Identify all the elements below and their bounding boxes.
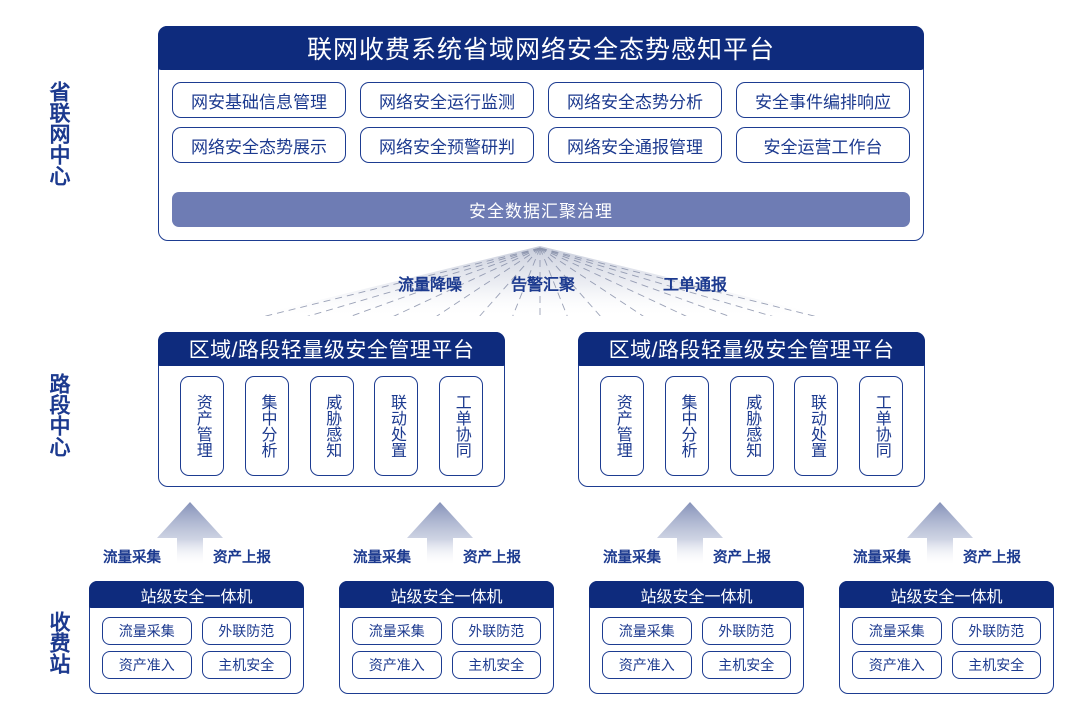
road-section-1-module-1[interactable]: 集中分析: [664, 376, 709, 476]
province-module-2[interactable]: 网络安全态势分析: [548, 82, 722, 118]
road-section-0-module-4[interactable]: 工单协同: [439, 376, 483, 476]
upward-flow-arrow-icon-1: [407, 502, 473, 564]
province-module-3[interactable]: 安全事件编排响应: [736, 82, 910, 118]
province-module-6[interactable]: 网络安全通报管理: [548, 127, 722, 163]
road-section-0-module-0[interactable]: 资产管理: [180, 376, 224, 476]
station-module-grid-3: 流量采集 外联防范 资产准入 主机安全: [852, 617, 1041, 679]
road-section-title-1: 区域/路段轻量级安全管理平台: [578, 332, 925, 366]
station-title-2: 站级安全一体机: [589, 581, 804, 608]
station-flow-label-1-asset: 资产上报: [463, 550, 521, 566]
road-section-1-module-4[interactable]: 工单协同: [859, 376, 903, 476]
security-data-governance-band: 安全数据汇聚治理: [172, 192, 910, 227]
province-module-5[interactable]: 网络安全预警研判: [360, 127, 534, 163]
station-module-grid-0: 流量采集 外联防范 资产准入 主机安全: [102, 617, 291, 679]
upward-flow-arrow-icon-0: [157, 502, 223, 564]
province-platform-title: 联网收费系统省域网络安全态势感知平台: [158, 26, 924, 70]
station-3-module-1[interactable]: 外联防范: [951, 617, 1041, 645]
tier-label-road-section: 路段中心: [47, 373, 70, 457]
road-section-0-module-3[interactable]: 联动处置: [374, 376, 419, 476]
station-title-0: 站级安全一体机: [89, 581, 304, 608]
flow-label-alarm-aggregation: 告警汇聚: [511, 277, 576, 294]
station-3-module-3[interactable]: 主机安全: [951, 651, 1041, 679]
tier-label-toll-station: 收费站: [47, 610, 70, 674]
road-section-1-module-3[interactable]: 联动处置: [794, 376, 839, 476]
station-2-module-3[interactable]: 主机安全: [701, 651, 791, 679]
province-module-0[interactable]: 网安基础信息管理: [172, 82, 346, 118]
station-2-module-1[interactable]: 外联防范: [701, 617, 791, 645]
station-module-grid-1: 流量采集 外联防范 资产准入 主机安全: [352, 617, 541, 679]
province-module-4[interactable]: 网络安全态势展示: [172, 127, 346, 163]
station-1-module-0[interactable]: 流量采集: [352, 617, 442, 645]
road-section-1-module-2[interactable]: 威胁感知: [729, 376, 774, 476]
station-0-module-3[interactable]: 主机安全: [201, 651, 291, 679]
flow-label-traffic-denoise: 流量降噪: [398, 277, 463, 294]
road-section-0-module-2[interactable]: 威胁感知: [309, 376, 354, 476]
province-module-grid: 网安基础信息管理 网络安全运行监测 网络安全态势分析 安全事件编排响应 网络安全…: [172, 82, 910, 163]
station-3-module-2[interactable]: 资产准入: [852, 651, 942, 679]
station-1-module-1[interactable]: 外联防范: [451, 617, 541, 645]
station-flow-label-2-asset: 资产上报: [713, 550, 771, 566]
station-flow-label-0-asset: 资产上报: [213, 550, 271, 566]
province-module-7[interactable]: 安全运营工作台: [736, 127, 910, 163]
road-section-title-0: 区域/路段轻量级安全管理平台: [158, 332, 505, 366]
station-3-module-0[interactable]: 流量采集: [852, 617, 942, 645]
station-1-module-2[interactable]: 资产准入: [352, 651, 442, 679]
station-flow-label-1-traffic: 流量采集: [353, 550, 411, 566]
station-0-module-2[interactable]: 资产准入: [102, 651, 192, 679]
station-0-module-0[interactable]: 流量采集: [102, 617, 192, 645]
station-flow-label-0-traffic: 流量采集: [103, 550, 161, 566]
station-title-1: 站级安全一体机: [339, 581, 554, 608]
upward-flow-arrow-icon-3: [907, 502, 973, 564]
station-2-module-0[interactable]: 流量采集: [602, 617, 692, 645]
road-section-module-grid-1: 资产管理 集中分析 威胁感知 联动处置 工单协同: [600, 376, 903, 476]
flow-label-ticket-notification: 工单通报: [663, 277, 728, 294]
road-section-1-module-0[interactable]: 资产管理: [600, 376, 644, 476]
upward-flow-arrow-icon-2: [657, 502, 723, 564]
province-module-1[interactable]: 网络安全运行监测: [360, 82, 534, 118]
road-section-module-grid-0: 资产管理 集中分析 威胁感知 联动处置 工单协同: [180, 376, 483, 476]
tier-label-province: 省联网中心: [47, 81, 70, 186]
road-section-0-module-1[interactable]: 集中分析: [244, 376, 289, 476]
station-flow-label-3-asset: 资产上报: [963, 550, 1021, 566]
data-convergence-funnel-icon: [254, 246, 826, 316]
station-module-grid-2: 流量采集 外联防范 资产准入 主机安全: [602, 617, 791, 679]
station-flow-label-3-traffic: 流量采集: [853, 550, 911, 566]
station-flow-label-2-traffic: 流量采集: [603, 550, 661, 566]
station-2-module-2[interactable]: 资产准入: [602, 651, 692, 679]
station-title-3: 站级安全一体机: [839, 581, 1054, 608]
station-0-module-1[interactable]: 外联防范: [201, 617, 291, 645]
station-1-module-3[interactable]: 主机安全: [451, 651, 541, 679]
